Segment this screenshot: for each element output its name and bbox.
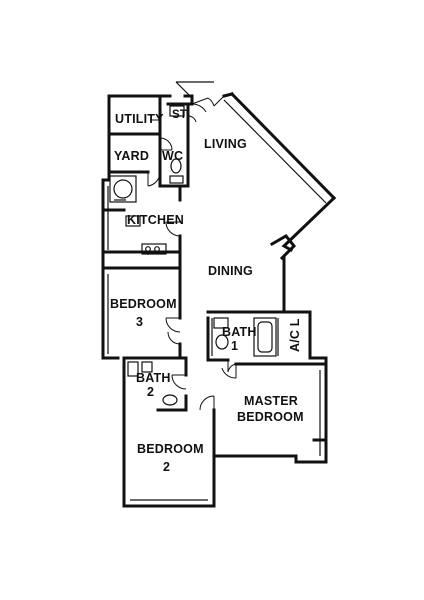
label-master-line1: MASTER — [244, 394, 298, 408]
room-labels: UTILITY ST YARD WC LIVING KITCHEN DINING… — [110, 109, 304, 474]
bath1-basin — [213, 317, 229, 329]
label-bedroom2-line2: 2 — [163, 460, 170, 474]
label-bath2-line2: 2 — [147, 385, 154, 399]
bath1-toilet — [215, 334, 229, 350]
label-master-line2: BEDROOM — [237, 410, 304, 424]
bedroom3-door-leaf — [167, 331, 181, 345]
label-wc: WC — [162, 149, 183, 163]
label-store: ST — [172, 109, 187, 121]
store-shelf — [169, 105, 185, 117]
label-living: LIVING — [204, 137, 247, 151]
bedroom3-door — [165, 317, 181, 333]
washing-machine — [109, 175, 137, 203]
label-bath2-line1: BATH — [136, 371, 171, 385]
label-bath1-line2: 1 — [231, 339, 238, 353]
label-kitchen: KITCHEN — [127, 213, 184, 227]
yard-door — [147, 171, 161, 187]
master-bedroom-door — [221, 364, 237, 379]
label-yard: YARD — [114, 149, 149, 163]
bath2-door — [171, 374, 187, 390]
wc-toilet — [170, 158, 182, 174]
label-utility: UTILITY — [115, 112, 164, 126]
wc-cistern — [169, 175, 184, 184]
label-dining: DINING — [208, 264, 253, 278]
bath1-door — [227, 360, 237, 373]
exterior-walls — [101, 81, 337, 508]
entrance-door-leaf — [207, 95, 225, 107]
label-bedroom2-line1: BEDROOM — [137, 442, 204, 456]
fixtures — [109, 105, 277, 406]
kitchen-sink — [125, 215, 141, 227]
store-door — [187, 115, 197, 123]
bath1-tub — [253, 317, 277, 357]
bath2-toilet — [162, 394, 178, 406]
kitchen-door — [165, 221, 181, 237]
bath2-basin — [127, 361, 139, 377]
label-ac-ledge: A/C L — [288, 318, 302, 352]
label-bedroom3-line2: 3 — [136, 315, 143, 329]
label-bath1-line1: BATH — [222, 325, 257, 339]
washing-machine-drum — [113, 179, 133, 199]
wc-door — [159, 137, 173, 151]
doors — [147, 95, 237, 411]
bedroom2-door — [199, 395, 215, 411]
label-bedroom3-line1: BEDROOM — [110, 297, 177, 311]
main-entrance-door — [191, 97, 209, 113]
kitchen-stove — [141, 243, 167, 255]
service-wing-walls — [101, 94, 194, 270]
